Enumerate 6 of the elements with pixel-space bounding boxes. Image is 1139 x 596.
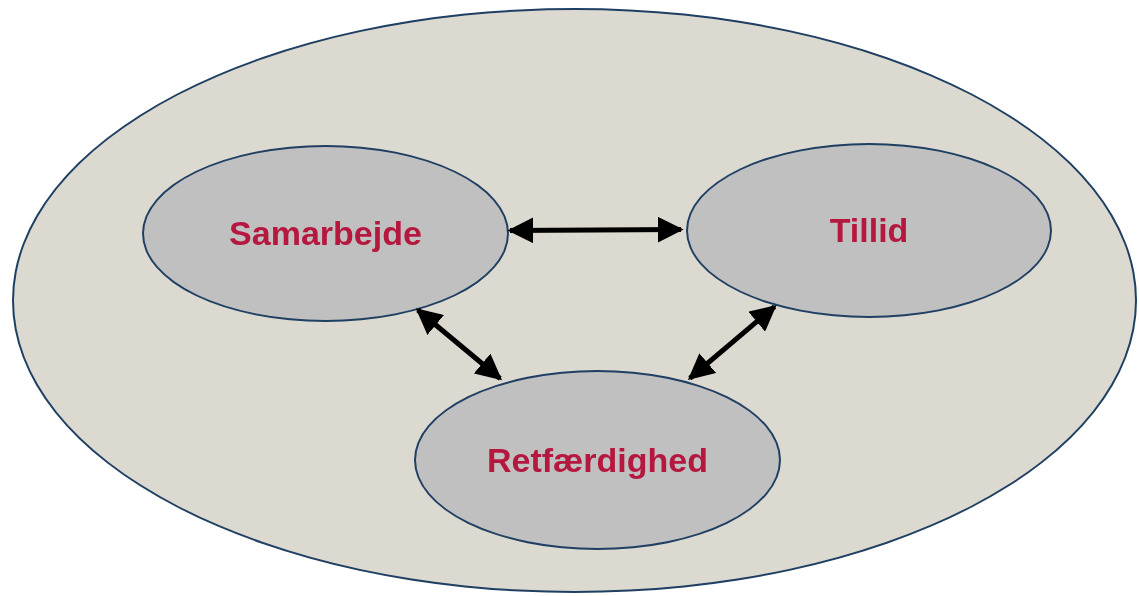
double-arrow — [415, 308, 503, 381]
node-label: Retfærdighed — [487, 439, 708, 481]
double-arrow — [687, 304, 777, 381]
node-label: Tillid — [829, 210, 909, 251]
double-arrow — [507, 216, 684, 244]
node-label: Samarbejde — [229, 213, 422, 254]
